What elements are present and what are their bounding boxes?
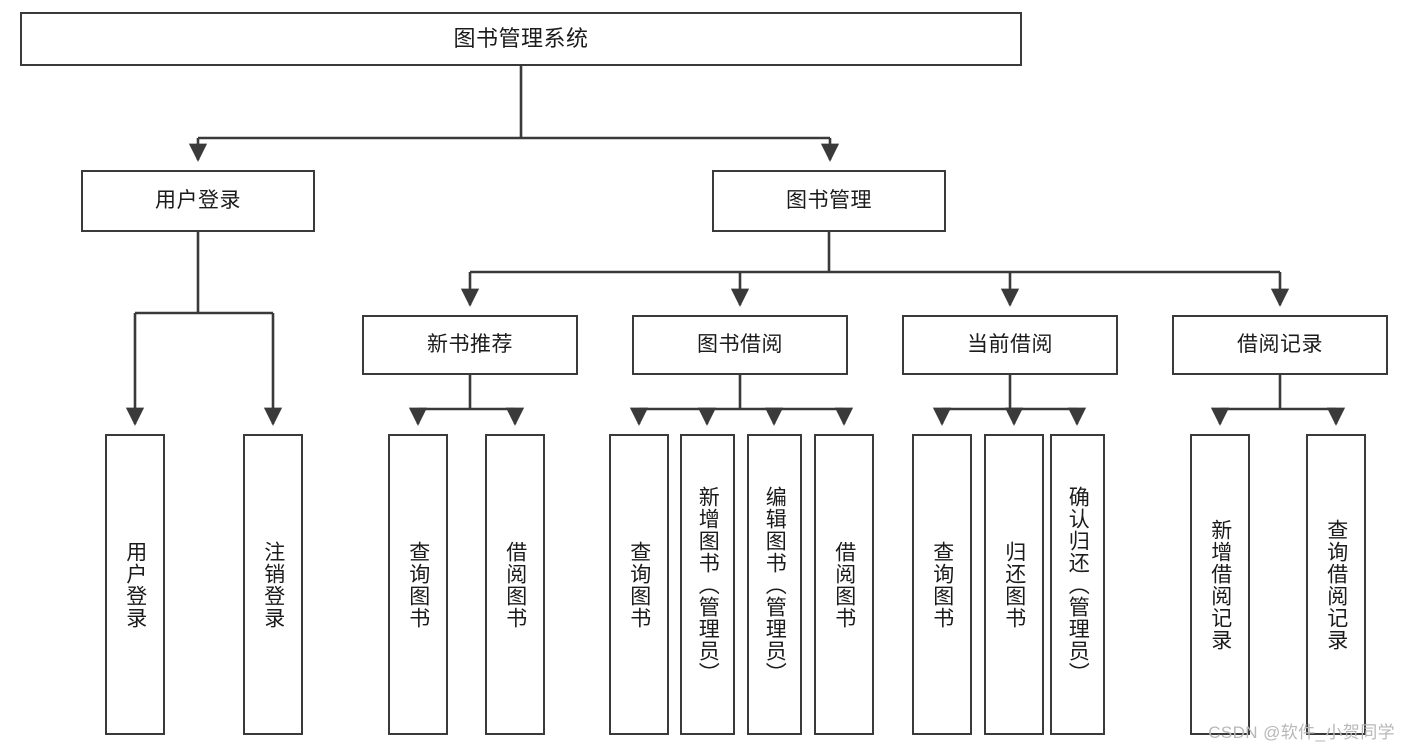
node-leaf-edit-book-label: 编辑图书（管理员） — [763, 485, 787, 684]
node-current-borrow[interactable]: 当前借阅 — [902, 315, 1118, 375]
node-leaf-query-book-3[interactable]: 查询图书 — [912, 434, 972, 735]
node-leaf-confirm-return[interactable]: 确认归还（管理员） — [1050, 434, 1105, 735]
node-leaf-add-book[interactable]: 新增图书（管理员） — [680, 434, 735, 735]
node-leaf-user-login-label: 用户登录 — [123, 540, 147, 629]
node-leaf-edit-book[interactable]: 编辑图书（管理员） — [747, 434, 802, 735]
node-leaf-query-book-2[interactable]: 查询图书 — [609, 434, 669, 735]
node-leaf-query-record-label: 查询借阅记录 — [1324, 518, 1348, 651]
node-current-borrow-label: 当前借阅 — [967, 333, 1053, 357]
node-leaf-add-record-label: 新增借阅记录 — [1208, 518, 1232, 651]
node-leaf-query-book-1[interactable]: 查询图书 — [388, 434, 448, 735]
node-leaf-query-book-2-label: 查询图书 — [627, 540, 651, 629]
node-book-borrow-label: 图书借阅 — [697, 333, 783, 357]
node-leaf-add-book-label: 新增图书（管理员） — [696, 485, 720, 684]
node-user-login[interactable]: 用户登录 — [81, 170, 315, 232]
node-leaf-logout-label: 注销登录 — [261, 540, 285, 629]
node-new-book-recommend[interactable]: 新书推荐 — [362, 315, 578, 375]
node-leaf-borrow-book-2[interactable]: 借阅图书 — [814, 434, 874, 735]
node-book-manage[interactable]: 图书管理 — [712, 170, 946, 232]
node-leaf-logout[interactable]: 注销登录 — [243, 434, 303, 735]
node-book-manage-label: 图书管理 — [786, 189, 872, 213]
node-leaf-query-book-3-label: 查询图书 — [930, 540, 954, 629]
node-leaf-query-book-1-label: 查询图书 — [406, 540, 430, 629]
node-root[interactable]: 图书管理系统 — [20, 12, 1022, 66]
node-borrow-record[interactable]: 借阅记录 — [1172, 315, 1388, 375]
node-leaf-return-book[interactable]: 归还图书 — [984, 434, 1044, 735]
node-leaf-return-book-label: 归还图书 — [1002, 540, 1026, 629]
node-book-borrow[interactable]: 图书借阅 — [632, 315, 848, 375]
csdn-watermark: CSDN @软件_小贺同学 — [1208, 723, 1395, 742]
node-root-label: 图书管理系统 — [453, 26, 589, 52]
node-borrow-record-label: 借阅记录 — [1237, 333, 1323, 357]
node-leaf-borrow-book-1[interactable]: 借阅图书 — [485, 434, 545, 735]
node-user-login-label: 用户登录 — [155, 189, 241, 213]
node-leaf-borrow-book-1-label: 借阅图书 — [503, 540, 527, 629]
node-leaf-confirm-return-label: 确认归还（管理员） — [1066, 485, 1090, 684]
node-leaf-query-record[interactable]: 查询借阅记录 — [1306, 434, 1366, 735]
node-leaf-borrow-book-2-label: 借阅图书 — [832, 540, 856, 629]
node-new-book-recommend-label: 新书推荐 — [427, 333, 513, 357]
node-leaf-add-record[interactable]: 新增借阅记录 — [1190, 434, 1250, 735]
node-leaf-user-login[interactable]: 用户登录 — [105, 434, 165, 735]
